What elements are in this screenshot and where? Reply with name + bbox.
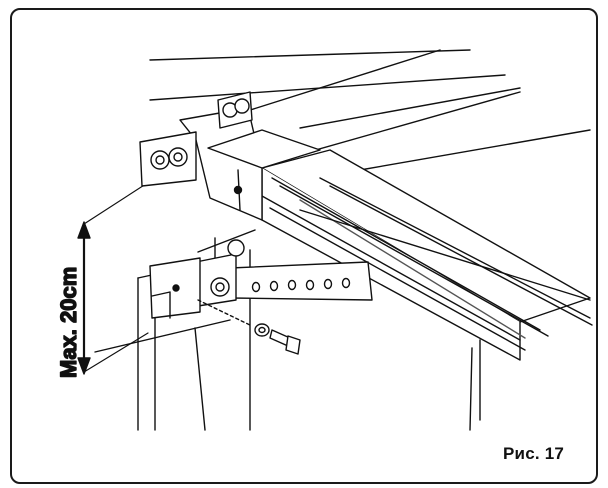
figure-caption: Рис. 17 [503, 444, 564, 463]
dimension-arrow [77, 179, 153, 375]
upper-bracket [139, 91, 321, 221]
lower-bracket [149, 239, 373, 319]
strap-holes [251, 277, 351, 293]
ceiling-lines [149, 49, 591, 181]
dimension-label: Max. 20cm [56, 267, 81, 378]
bolt-assembly [197, 299, 301, 355]
rail-track [261, 149, 593, 361]
